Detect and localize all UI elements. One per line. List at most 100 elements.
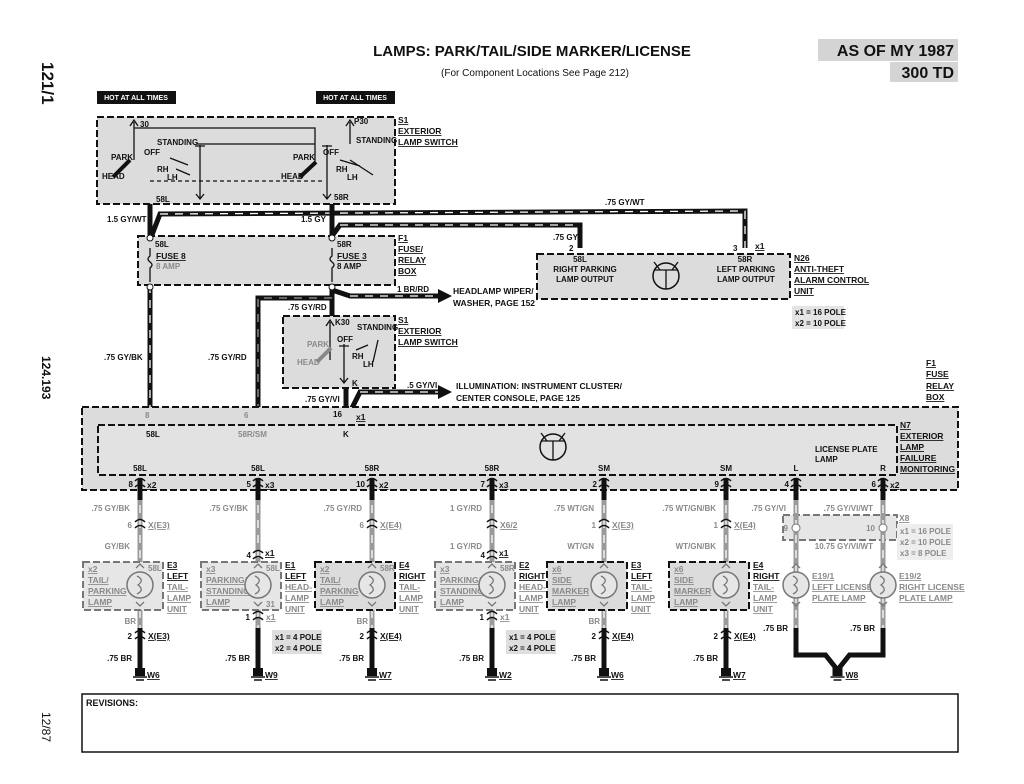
s1-head-label: HEAD [102,172,125,181]
lamp-unit-label: LEFT [167,571,189,581]
license-lamp-label: E19/2 [899,571,921,581]
n26-58l: 58L [573,255,587,264]
fuse-8-amp: 8 AMP [156,262,181,271]
headlamp-ref-2: WASHER, PAGE 152 [453,298,535,308]
wire-color-label: .75 WT/GN/BK [662,504,716,513]
wire-color-label: .75 WT/GN [554,504,594,513]
hot-label-left: HOT AT ALL TIMES [104,95,168,102]
s1-terminal-30: 30 [140,120,149,129]
ground-label-w8: W8 [846,670,859,680]
lower-connector-id: X(E4) [734,631,756,641]
n7-output-connector [486,477,498,488]
model-box [890,62,958,82]
bulb-icon [126,571,154,599]
bulb-terminal-icon [135,563,145,607]
ground-wire-label: .75 BR [459,654,484,663]
filament-icon [254,575,260,595]
filament-icon [136,575,142,595]
n7-output-connector [366,477,378,488]
n26-right-parking-1: RIGHT PARKING [553,265,616,274]
lamp-unit-label: UNIT [519,604,540,614]
hot-label-right: HOT AT ALL TIMES [323,95,387,102]
n7-output-pin: 4 [785,480,790,489]
ground-wire-label: .75 BR [850,624,875,633]
inline-connector-id: X(E3) [148,520,170,530]
fuse-symbols [147,248,335,282]
f1-name-2: RELAY [398,255,426,265]
n7-output-connector [598,477,610,488]
wire-label-1-5-gy: 1.5 GY [301,215,327,224]
wire-label-1-br-rd: 1 BR/RD [397,285,429,294]
headlamp-ref-1: HEADLAMP WIPER/ [453,286,534,296]
n7-id: N7 [900,420,911,430]
f1-id: F1 [398,233,408,243]
n26-note-2: x2 = 10 POLE [795,319,847,328]
wire-label-75-gy-wt: .75 GY/WT [605,198,645,207]
n7-output-pin: 6 [872,480,877,489]
filament-icon [879,575,885,595]
wire-color-label: .75 GY/VI/WT [824,504,873,513]
ground-label: W9 [265,670,278,680]
s1-lh-label: LH [167,173,178,182]
n7-output-terminal: R [880,464,886,473]
n7-name-2: LAMP [900,442,924,452]
hot-label-left-bg [97,91,176,104]
transistor-icon-n7 [539,432,567,461]
lamp-name: SIDE [552,575,572,585]
s1-terminal-p30: P30 [354,117,369,126]
n7-output-connector [252,477,264,488]
n26-right-parking-2: LAMP OUTPUT [556,275,614,284]
n7-output-pin: 8 [129,480,134,489]
transistor-icon [652,261,680,290]
lamp-name: LAMP [88,597,112,607]
bulb-icon [590,571,618,599]
lamp-unit-label: RIGHT [753,571,780,581]
n7-output-pin: 2 [593,480,598,489]
lamp-connector-id: x6 [552,564,562,574]
lower-connector [720,629,732,640]
s1-upper-name-2: LAMP SWITCH [398,137,458,147]
wire-label-75-gy-rd-b: .75 GY/RD [208,353,247,362]
n7-term-k: K [343,430,349,439]
s1-off-label-2: OFF [323,148,339,157]
lower-connector-pin: 2 [714,632,719,641]
s1-lower-k: K [352,379,358,388]
s1-lower-lh: LH [363,360,374,369]
lower-connector-pin: 1 [246,613,251,622]
lamp-unit-label: LAMP [167,593,191,603]
lamp-connector-id: x6 [674,564,684,574]
inline-connector-pin: 6 [128,521,133,530]
wire-color-label-2: 10.75 GY/VI/WT [815,542,873,551]
lamp-name: LAMP [674,597,698,607]
n26-name-3: UNIT [794,286,815,296]
lower-connector [252,610,264,621]
filament-icon [368,575,374,595]
inline-connector [134,518,146,529]
s1-off-label: OFF [144,148,160,157]
license-lamp-label: PLATE LAMP [812,593,866,603]
license-lamp-label: LEFT LICENSE [812,582,873,592]
n26-name-2: ALARM CONTROL [794,275,869,285]
revisions-label: REVISIONS: [86,698,138,708]
s1-upper-id: S1 [398,115,409,125]
lamp-top-connector [486,549,498,560]
diagram-subtitle: (For Component Locations See Page 212) [441,68,629,79]
n26-name-1: ANTI-THEFT [794,264,845,274]
s1-park-label-2: PARK [293,153,315,162]
n26-pin-2: 2 [569,244,574,253]
lower-connector-pin: 2 [360,632,365,641]
license-lamp-ground-wire [793,628,886,672]
bulb-icon [358,571,386,599]
f1-outer-id: F1 [926,358,936,368]
s1-rh-label: RH [157,165,169,174]
filament-icon [722,575,728,595]
lamp-name: PARKING/ [206,575,248,585]
lamp-name: STANDING [440,586,484,596]
filament-icon [488,575,494,595]
ground-symbol-icon [487,668,497,676]
ground-lines-icon [485,676,499,681]
wire-color-br: BR [124,617,136,626]
wire-label-1-5-gy-wt: 1.5 GY/WT [107,215,147,224]
lamp-name: PARKING [88,586,127,596]
